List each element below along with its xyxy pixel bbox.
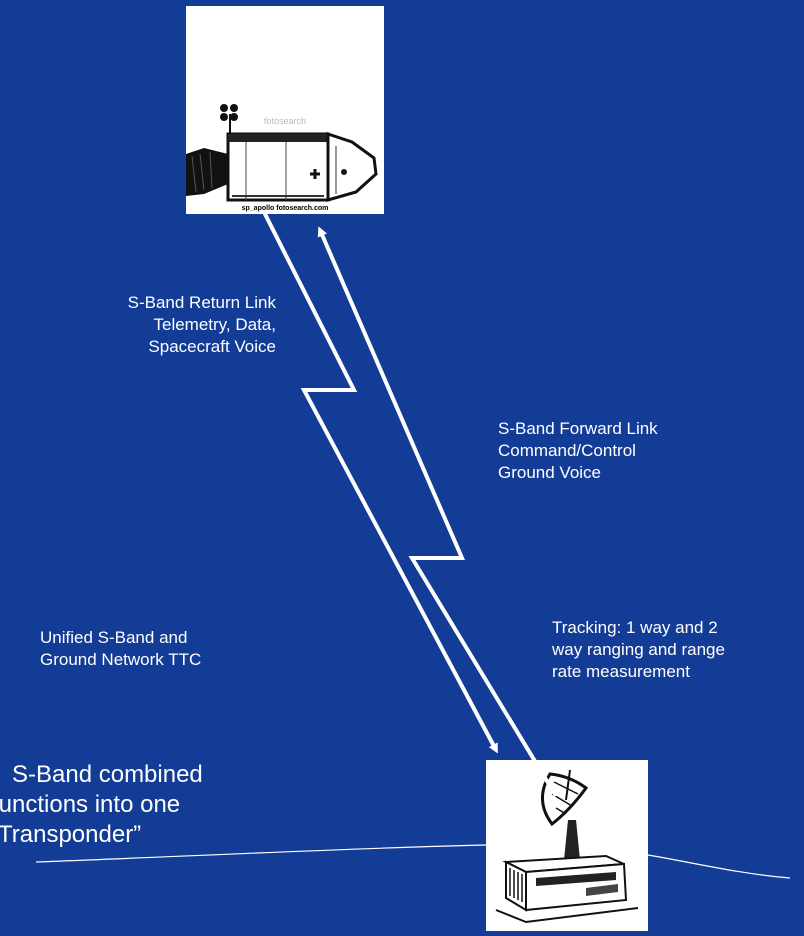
caption-line-1: S-Band combined: [12, 761, 203, 788]
caption-line-2: functions into one: [0, 791, 181, 818]
forward-link-line-3: Ground Voice: [498, 463, 602, 482]
return-link-label: S-Band Return Link Telemetry, Data, Spac…: [40, 292, 276, 358]
return-link-arrow: [262, 211, 498, 754]
horizon-line: [35, 844, 487, 863]
forward-link-line-2: Command/Control: [498, 441, 636, 460]
ground-station-image: [486, 760, 648, 931]
tracking-line-3: rate measurement: [552, 662, 690, 681]
forward-link-arrow: [317, 226, 558, 798]
return-link-line-3: Spacecraft Voice: [148, 337, 276, 356]
network-label: Unified S-Band and Ground Network TTC: [40, 627, 201, 671]
image-credit: sp_apollo fotosearch.com: [241, 205, 329, 212]
ground-station-antenna-icon: [495, 769, 639, 924]
return-link-title: S-Band Return Link: [127, 293, 276, 312]
apollo-spacecraft-icon: fotosearch: [186, 104, 378, 202]
svg-text:fotosearch: fotosearch: [264, 116, 306, 126]
forward-link-title: S-Band Forward Link: [498, 419, 658, 438]
network-line-2: Ground Network TTC: [40, 650, 202, 669]
spacecraft-image: fotosearch sp_apollo fotosearch.com: [186, 6, 384, 214]
forward-link-label: S-Band Forward Link Command/Control Grou…: [498, 418, 658, 484]
caption-line-3: “Transponder”: [0, 821, 142, 848]
network-line-1: Unified S-Band and: [40, 628, 188, 647]
tracking-line-2: way ranging and range: [552, 640, 725, 659]
transponder-caption: S-Band combined functions into one “Tran…: [0, 760, 203, 850]
tracking-label: Tracking: 1 way and 2 way ranging and ra…: [552, 617, 725, 683]
horizon-line-right: [647, 854, 791, 879]
return-link-line-2: Telemetry, Data,: [153, 315, 276, 334]
tracking-line-1: Tracking: 1 way and 2: [552, 618, 718, 637]
